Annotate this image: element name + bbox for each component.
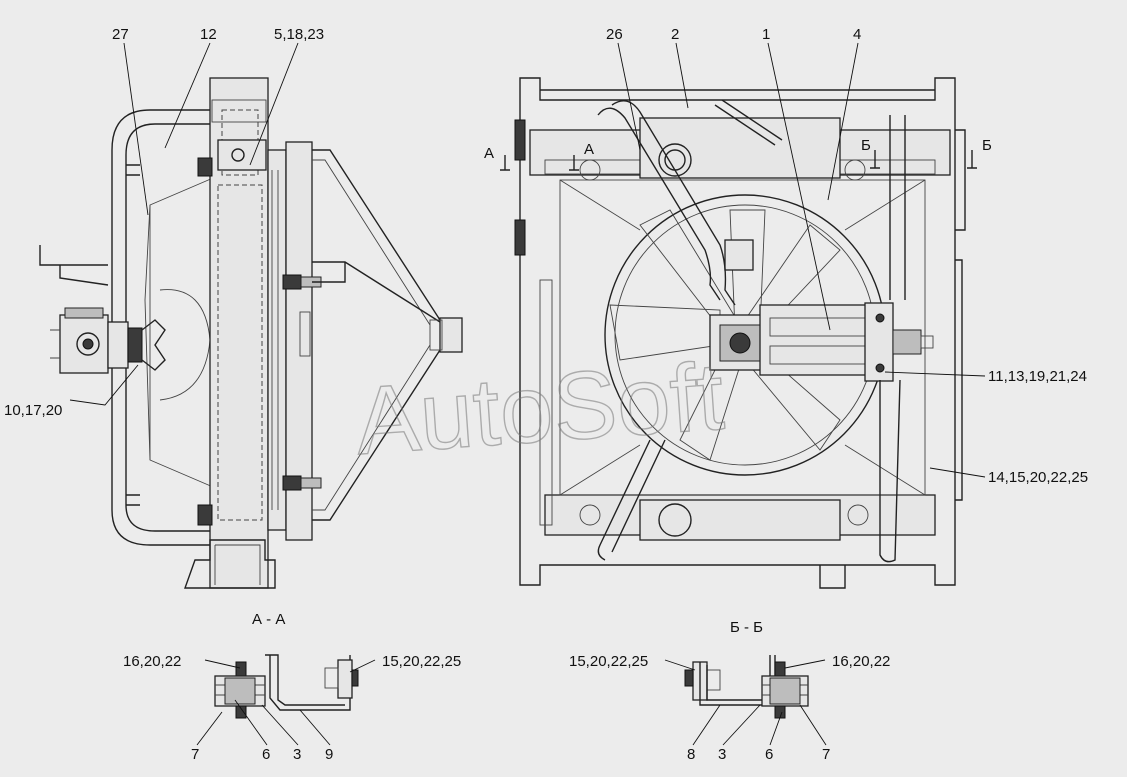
callout-15-20-22-25-b: 15,20,22,25 (569, 653, 648, 670)
section-mark-a-right: А (584, 141, 594, 158)
callout-labels: 27 12 5,18,23 10,17,20 26 2 1 4 11,13,19… (4, 26, 1088, 763)
section-b-b-title: Б - Б (730, 619, 763, 636)
side-view (39, 77, 463, 589)
callout-26: 26 (606, 26, 623, 43)
callout-9-a: 9 (325, 746, 333, 763)
callout-6-b: 6 (765, 746, 773, 763)
callout-16-20-22-b: 16,20,22 (832, 653, 890, 670)
callout-2: 2 (671, 26, 679, 43)
callout-3-b: 3 (718, 746, 726, 763)
section-mark-b-left: Б (861, 137, 871, 154)
section-mark-b-right: Б (982, 137, 992, 154)
callout-1: 1 (762, 26, 770, 43)
callout-12: 12 (200, 26, 217, 43)
section-mark-a-left: А (484, 145, 494, 162)
callout-7-b: 7 (822, 746, 830, 763)
callout-3-a: 3 (293, 746, 301, 763)
callout-14-15-20-22-25: 14,15,20,22,25 (988, 469, 1088, 486)
leader-lines (69, 42, 986, 746)
section-a-a (214, 654, 359, 719)
callout-16-20-22-a: 16,20,22 (123, 653, 181, 670)
callout-10-17-20: 10,17,20 (4, 402, 62, 419)
watermark: AutoSoft (352, 343, 727, 475)
callout-7-a: 7 (191, 746, 199, 763)
callout-15-20-22-25-a: 15,20,22,25 (382, 653, 461, 670)
callout-8-b: 8 (687, 746, 695, 763)
callout-5-18-23: 5,18,23 (274, 26, 324, 43)
front-view (500, 77, 977, 589)
callout-11-13-19-21-24: 11,13,19,21,24 (988, 368, 1087, 385)
callout-6-a: 6 (262, 746, 270, 763)
section-b-b (684, 655, 809, 719)
callout-4: 4 (853, 26, 861, 43)
callout-27: 27 (112, 26, 129, 43)
section-a-a-title: А - А (252, 611, 285, 628)
